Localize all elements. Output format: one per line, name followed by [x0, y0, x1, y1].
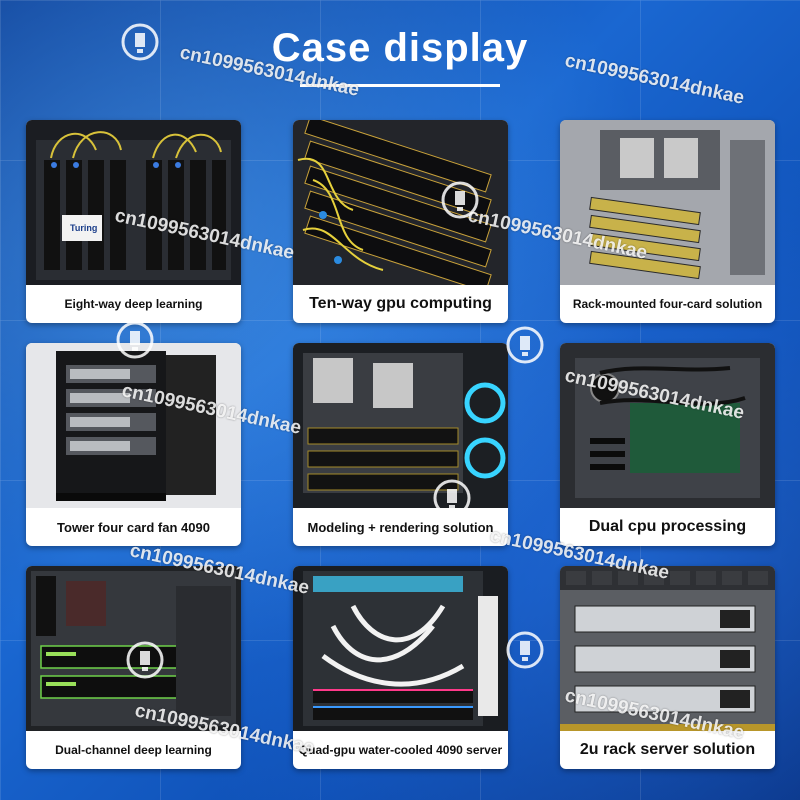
case-photo — [560, 343, 775, 508]
case-photo — [293, 343, 508, 508]
case-caption: 2u rack server solution — [579, 741, 756, 758]
case-caption: Dual-channel deep learning — [55, 743, 212, 757]
case-card-modeling[interactable]: Modeling + rendering solution — [293, 343, 508, 546]
case-caption: Eight-way deep learning — [64, 297, 203, 311]
page-title: Case display — [271, 26, 529, 70]
case-caption: Tower four card fan 4090 — [57, 519, 210, 535]
case-caption: Rack-mounted four-card solution — [572, 297, 763, 311]
case-card-eight-way[interactable]: Turing Eight-way deep learning — [26, 120, 241, 323]
case-photo — [293, 566, 508, 731]
case-card-dual-cpu[interactable]: Dual cpu processing — [560, 343, 775, 546]
case-card-water-cooled[interactable]: Quad-gpu water-cooled 4090 server — [293, 566, 508, 769]
case-photo — [560, 566, 775, 731]
case-card-ten-way[interactable]: Ten-way gpu computing — [293, 120, 508, 323]
case-grid: Turing Eight-way deep learning — [26, 120, 776, 780]
case-card-tower[interactable]: Tower four card fan 4090 — [26, 343, 241, 546]
case-caption: Ten-way gpu computing — [309, 295, 492, 312]
case-card-rack-mounted[interactable]: Rack-mounted four-card solution — [560, 120, 775, 323]
title-underline — [300, 84, 500, 87]
case-caption: Modeling + rendering solution — [307, 519, 494, 535]
case-photo — [26, 566, 241, 731]
case-photo-label: Turing — [70, 223, 98, 233]
case-photo — [293, 120, 508, 285]
case-photo — [560, 120, 775, 285]
case-card-2u-rack[interactable]: 2u rack server solution — [560, 566, 775, 769]
case-caption: Quad-gpu water-cooled 4090 server — [298, 743, 503, 757]
case-photo — [26, 343, 241, 508]
case-card-dual-channel[interactable]: Dual-channel deep learning — [26, 566, 241, 769]
case-caption: Dual cpu processing — [588, 518, 747, 535]
case-photo: Turing — [26, 120, 241, 285]
